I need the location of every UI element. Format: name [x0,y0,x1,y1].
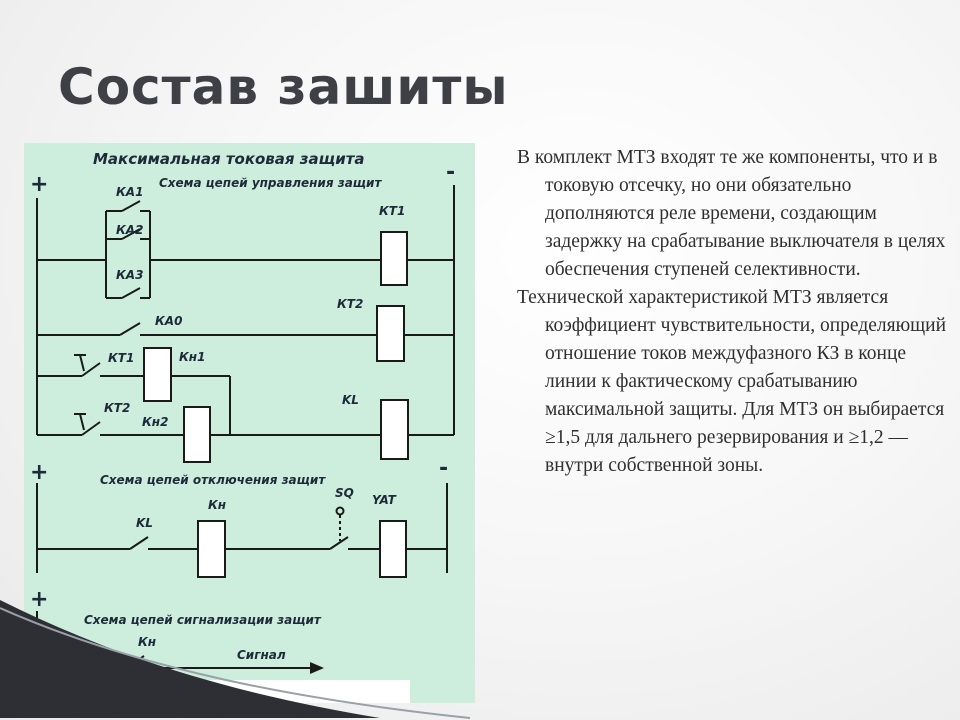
kl-contact-label: KL [136,516,153,530]
trip-section-title: Схема цепей отключения защит [100,473,326,487]
sq-label: SQ [335,486,354,500]
kn-trip-coil [197,520,226,578]
plus-sign-control: + [30,172,48,197]
ka3-label: КА3 [116,268,143,282]
kt1-coil-label: КТ1 [379,204,405,218]
kt1-time-mark [74,354,86,372]
signal-section-title: Схема цепей сигнализации защит [84,613,322,627]
diagram-title: Максимальная токовая защита [93,150,365,168]
kn2-coil [183,406,211,463]
signal-label: Сигнал [237,648,286,662]
minus-sign-trip: - [439,456,448,481]
decorative-swoosh [0,600,471,719]
kn1-label: Кн1 [179,350,205,364]
circuit-schematic: Максимальная токовая защита Схема цепей … [24,143,475,703]
slide-title: Состав зашиты [58,58,509,116]
plus-sign-trip: + [30,460,48,485]
slide-body: В комплект МТЗ входят те же компоненты, … [517,144,953,480]
kt2-contact-label: КТ2 [104,401,130,415]
kt1-coil [380,231,408,286]
kn-signal-label: Кн [138,635,156,649]
swoosh-shape [0,600,380,718]
kl-contact-blade [129,536,149,550]
minus-sign-control: - [446,160,455,185]
ka0-blade [119,322,141,336]
control-section-title: Схема цепей управления защит [159,176,382,190]
signal-arrow-head [310,662,324,674]
kt1-time-blade [81,362,101,377]
kn1-coil [143,347,172,402]
ka1-blade [121,200,141,212]
ka3-blade [121,287,141,299]
swoosh-highlight [0,607,471,719]
relay-protection-diagram: Максимальная токовая защита Схема цепей … [24,143,475,703]
ka1-label: КА1 [116,185,143,199]
kt2-coil [376,305,405,362]
plus-sign-signal: + [30,587,48,612]
kl-coil [380,399,409,460]
paragraph-mtz-sensitivity: Технической характеристикой МТЗ является… [517,287,947,476]
paragraph-mtz-components: В комплект МТЗ входят те же компоненты, … [517,147,946,280]
yat-coil [379,520,407,578]
ka0-label: КА0 [155,314,182,328]
kt2-coil-label: КТ2 [337,297,363,311]
sq-actuator-knob [335,506,345,516]
kl-coil-label: KL [342,393,359,407]
kt2-time-blade [81,421,101,436]
yat-label: YAT [372,493,397,507]
sq-contact-blade [329,536,349,550]
kn-trip-label: Кн [208,498,226,512]
ka2-blade [121,228,141,240]
ka2-label: КА2 [116,223,143,237]
kt2-time-mark [74,413,86,431]
kt1-contact-label: КТ1 [108,351,134,365]
kn2-label: Кн2 [142,415,168,429]
